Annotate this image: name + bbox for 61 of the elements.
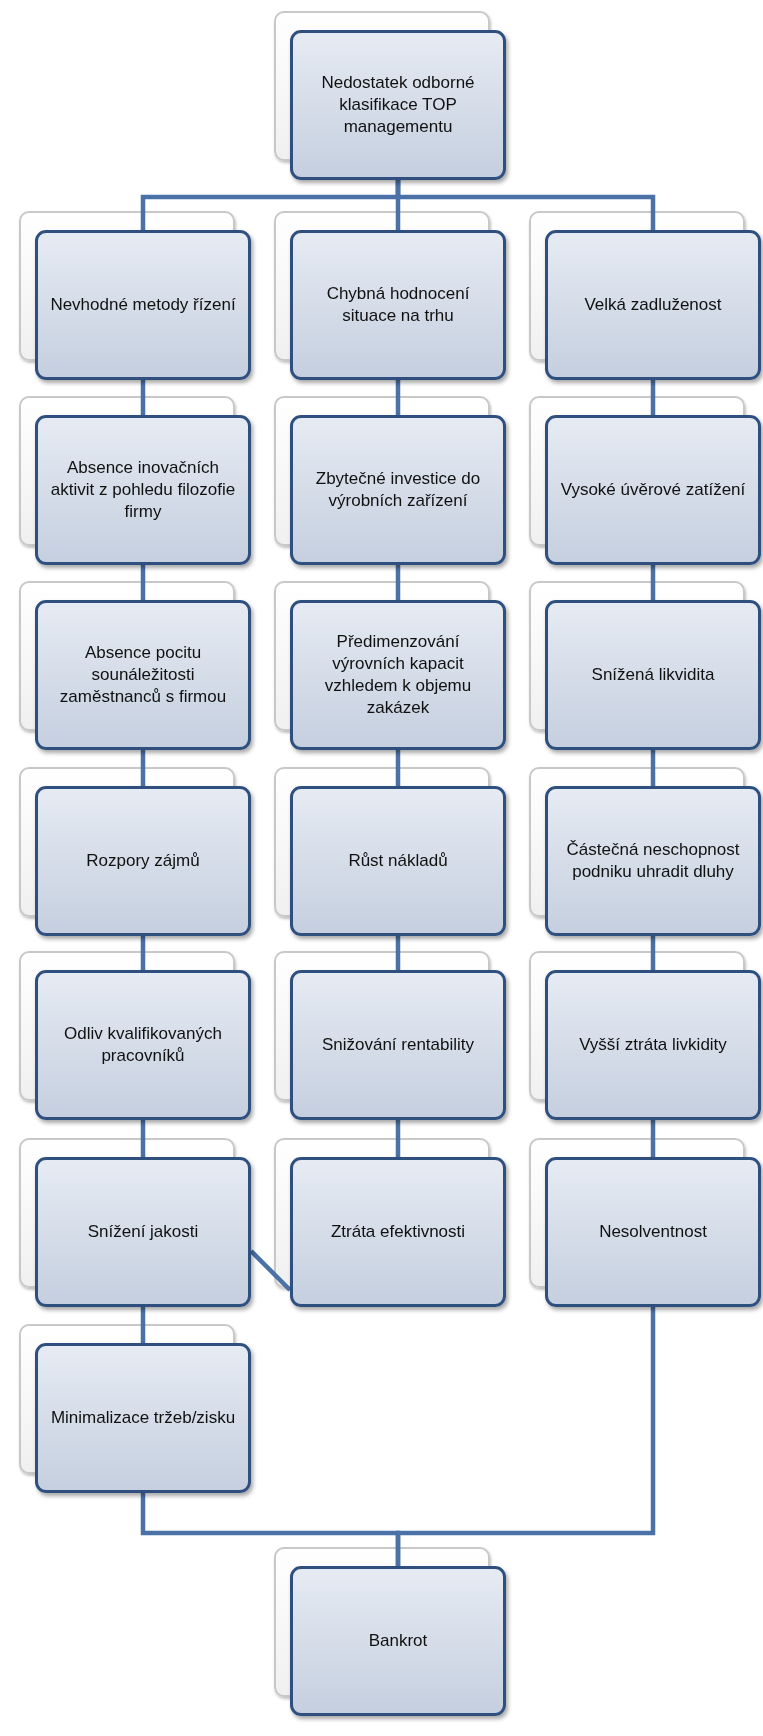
- box-text: Snižování rentability: [321, 1033, 475, 1056]
- connector-line: [140, 1307, 146, 1343]
- connector-line: [140, 565, 146, 600]
- box-text: Vysoké úvěrové zatížení: [560, 478, 746, 501]
- box-text: Snížená likvidita: [591, 663, 715, 686]
- process-box: [35, 786, 251, 936]
- box-text: Zbytečné investice do výrobních zařízení: [314, 467, 482, 512]
- box-text: Růst nákladů: [348, 849, 448, 872]
- process-box: [290, 786, 506, 936]
- process-box: [290, 1157, 506, 1307]
- box-text: Předimenzování výrovních kapacit vzhledem k objemu zakázek: [323, 630, 473, 720]
- connector-line: [650, 380, 656, 415]
- box-text: Nevhodné metody řízení: [50, 293, 236, 316]
- process-box: [545, 415, 761, 565]
- connector-line: [650, 565, 656, 600]
- process-box: [290, 415, 506, 565]
- connector-line: [140, 936, 146, 970]
- box-text: Vyšší ztráta livkidity: [579, 1033, 727, 1056]
- process-box: [545, 786, 761, 936]
- connector-line: [395, 180, 656, 230]
- connector-line: [395, 1120, 401, 1157]
- box-text: Částečná neschopnost podniku uhradit dluhy: [565, 838, 741, 883]
- connector-line: [395, 1307, 656, 1566]
- box-text: Nesolventnost: [599, 1220, 707, 1243]
- box-text: Nedostatek odborné klasifikace TOP managementu: [320, 71, 476, 139]
- process-box: [290, 1566, 506, 1716]
- connector-line: [140, 1120, 146, 1157]
- box-text: Velká zadluženost: [584, 293, 722, 316]
- box-text: Chybná hodnocení situace na trhu: [325, 282, 471, 327]
- connector-line: [395, 380, 401, 415]
- process-box: [290, 230, 506, 380]
- process-box: [290, 970, 506, 1120]
- connector-line: [395, 565, 401, 600]
- process-box: [290, 600, 506, 750]
- connector-line: [249, 1249, 292, 1292]
- connector-line: [140, 750, 146, 786]
- process-box: [35, 970, 251, 1120]
- connector-line: [395, 936, 401, 970]
- connector-line: [650, 936, 656, 970]
- box-text: Bankrot: [368, 1629, 428, 1652]
- process-box: [35, 1157, 251, 1307]
- box-text: Absence inovačních aktivit z pohledu filozofie firmy: [49, 456, 237, 524]
- box-text: Minimalizace tržeb/zisku: [50, 1406, 236, 1429]
- connector-line: [650, 1120, 656, 1157]
- process-box: [545, 600, 761, 750]
- connector-line: [395, 750, 401, 786]
- box-text: Absence pocitu sounáležitosti zaměstnanců s firmou: [58, 641, 228, 709]
- process-box: [290, 30, 506, 180]
- process-box: [35, 1343, 251, 1493]
- box-text: Rozpory zájmů: [86, 849, 200, 872]
- connector-line: [140, 380, 146, 415]
- process-box: [35, 600, 251, 750]
- box-text: Snížení jakosti: [87, 1220, 199, 1243]
- process-box: [545, 1157, 761, 1307]
- connector-line: [650, 750, 656, 786]
- process-box: [545, 970, 761, 1120]
- box-text: Odliv kvalifikovaných pracovníků: [63, 1022, 223, 1067]
- process-box: [35, 415, 251, 565]
- box-text: Ztráta efektivnosti: [330, 1220, 466, 1243]
- process-box: [35, 230, 251, 380]
- process-box: [545, 230, 761, 380]
